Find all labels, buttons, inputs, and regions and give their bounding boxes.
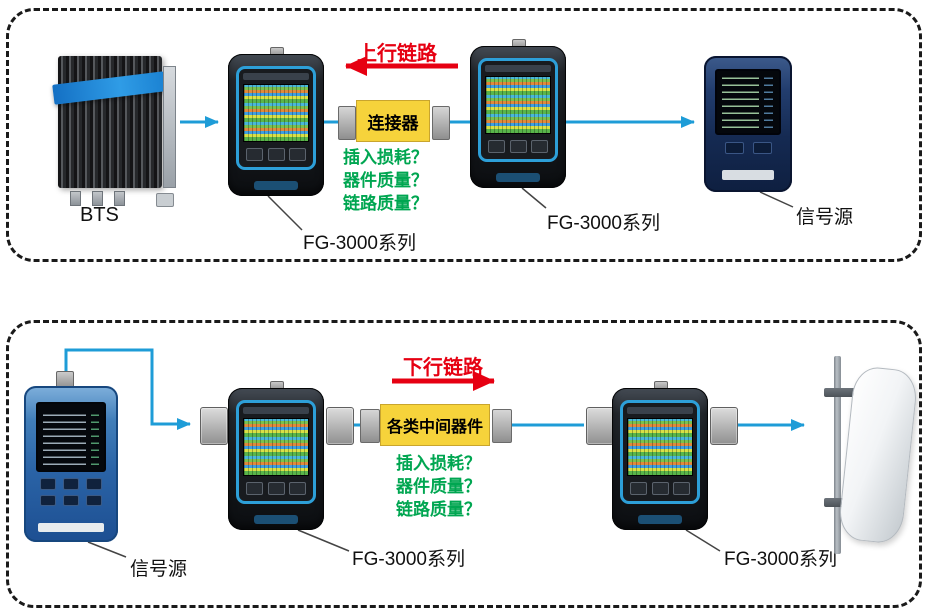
antenna-mast	[834, 356, 841, 554]
question-line: 链路质量？	[396, 500, 481, 519]
question-line: 器件质量？	[343, 171, 428, 190]
device-titlebar	[485, 65, 551, 72]
analyzer-label-downlink-left: FG-3000系列	[352, 549, 465, 570]
bts-connector	[70, 191, 81, 206]
device-titlebar	[243, 407, 309, 414]
bts-connector	[92, 191, 103, 206]
spectrum-screen	[243, 84, 309, 142]
device-keys	[630, 482, 690, 495]
device-keys	[488, 140, 548, 153]
device-keys	[720, 142, 776, 154]
components-box-label: 各类中间器件	[386, 419, 483, 436]
device-titlebar	[243, 73, 309, 80]
rf-adapter	[200, 407, 228, 445]
rf-adapter	[586, 407, 614, 445]
panel-antenna	[812, 356, 922, 556]
fg3000-analyzer-downlink-right	[612, 381, 708, 530]
device-screen	[36, 402, 106, 472]
fg3000-analyzer-uplink-left	[228, 47, 324, 196]
fg3000-analyzer-downlink-left	[228, 381, 324, 530]
device-label-strip	[38, 523, 104, 532]
downlink-question-list: 插入损耗？ 器件质量？ 链路质量？	[396, 452, 481, 521]
bts-side-plate	[163, 66, 176, 188]
question-line: 链路质量？	[343, 194, 428, 213]
uplink-flow-label: 上行链路	[357, 43, 437, 65]
connector-box-label: 连接器	[367, 113, 419, 133]
connector-under-test-box: 连接器	[356, 100, 430, 142]
rf-adapter	[326, 407, 354, 445]
downlink-flow-label: 下行链路	[403, 357, 483, 379]
rf-adapter	[710, 407, 738, 445]
device-base	[254, 515, 298, 524]
analyzer-label-uplink-right: FG-3000系列	[547, 213, 660, 234]
uplink-question-list: 插入损耗？ 器件质量？ 链路质量？	[343, 146, 428, 215]
signal-source-device-top	[704, 56, 792, 192]
device-titlebar	[627, 407, 693, 414]
bts-label: BTS	[80, 204, 119, 226]
device-base	[254, 181, 298, 190]
uplink-test-panel	[6, 8, 922, 262]
device-label-strip	[722, 170, 774, 180]
spectrum-screen	[627, 418, 693, 476]
question-line: 器件质量？	[396, 477, 481, 496]
analyzer-label-downlink-right: FG-3000系列	[724, 549, 837, 570]
rf-adapter	[338, 106, 356, 140]
signal-source-label-bottom: 信号源	[130, 559, 188, 580]
spectrum-screen	[243, 418, 309, 476]
device-keys	[246, 482, 306, 495]
device-screen	[715, 69, 781, 135]
device-base	[638, 515, 682, 524]
downlink-test-panel	[6, 320, 922, 608]
rf-adapter	[492, 409, 512, 443]
fg3000-analyzer-uplink-right	[470, 39, 566, 188]
antenna-bracket	[824, 388, 862, 397]
question-line: 插入损耗？	[343, 148, 428, 167]
rf-adapter	[432, 106, 450, 140]
analyzer-label-uplink-left: FG-3000系列	[303, 233, 416, 254]
rf-adapter	[360, 409, 380, 443]
bts-connector	[114, 191, 125, 206]
device-base	[496, 173, 540, 182]
bts-base-station	[52, 52, 176, 207]
intermediate-components-box: 各类中间器件	[380, 404, 490, 446]
device-keys	[40, 478, 102, 506]
device-keys	[246, 148, 306, 161]
bts-rf-port	[156, 193, 174, 207]
signal-source-label-top: 信号源	[796, 207, 854, 228]
signal-source-device-bottom	[24, 371, 118, 542]
spectrum-screen	[485, 76, 551, 134]
question-line: 插入损耗？	[396, 454, 481, 473]
